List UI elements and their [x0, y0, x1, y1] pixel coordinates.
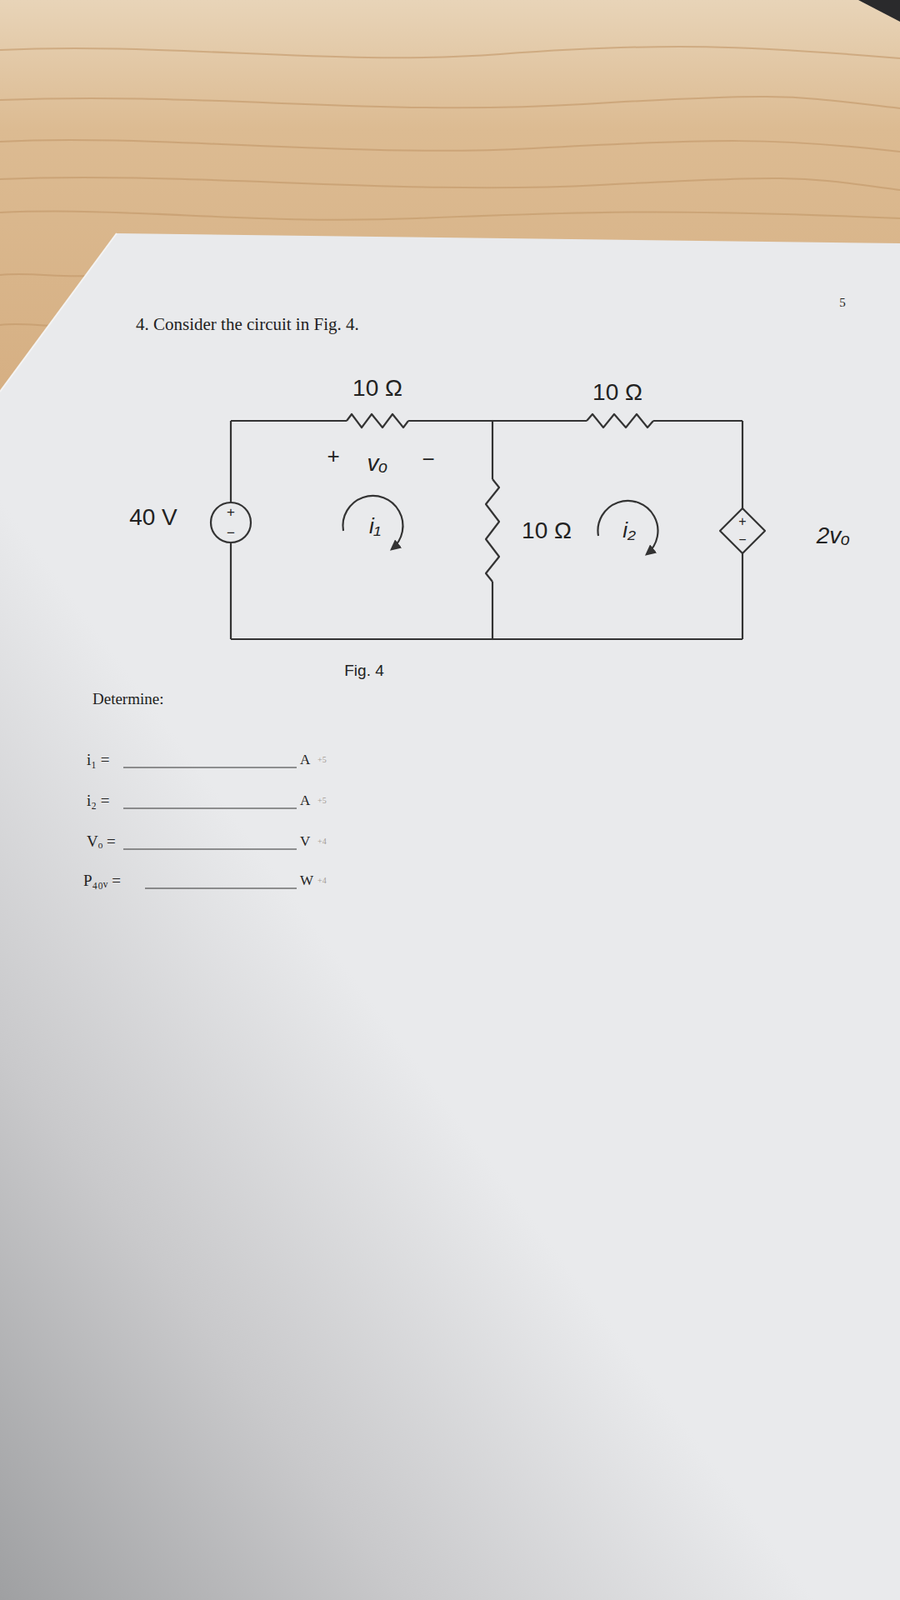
wood-grain-line: [0, 177, 900, 190]
unit-label: V: [300, 833, 310, 850]
laptop-corner: [858, 0, 900, 22]
component-value: 10 Ω: [352, 375, 403, 402]
unit-label: A: [300, 792, 310, 810]
resistor-symbol: [346, 414, 409, 428]
instruction-text: Determine:: [92, 690, 164, 709]
mesh-current-arrow: [597, 500, 658, 555]
current-label: i₂: [622, 518, 636, 544]
voltage-label: vₒ: [366, 450, 388, 477]
page-number: 5: [839, 295, 846, 310]
mesh-current-arrow: [342, 495, 403, 550]
source-value: 2vₒ: [816, 522, 851, 550]
component-value: 10 Ω: [592, 379, 643, 406]
wood-grain-line: [0, 46, 900, 59]
polarity-sign: −: [226, 525, 235, 542]
voltage-source-symbol: [210, 502, 251, 543]
points-note: +5: [317, 795, 327, 806]
points-note: +5: [317, 755, 327, 765]
wood-grain-line: [0, 211, 900, 220]
answer-prompt: i₁ =: [86, 750, 110, 770]
polarity-sign: −: [738, 532, 746, 548]
paper-edge: [0, 233, 117, 392]
unit-label: W: [300, 872, 314, 890]
answer-blank: [145, 887, 297, 889]
figure-caption: Fig. 4: [344, 661, 385, 680]
answer-blank: [123, 848, 297, 850]
wire: [230, 420, 743, 422]
polarity-sign: +: [738, 514, 746, 530]
answer-blank: [123, 807, 297, 809]
question-heading: 4. Consider the circuit in Fig. 4.: [135, 314, 360, 335]
polarity-sign: +: [326, 444, 340, 470]
polarity-sign: +: [226, 504, 235, 521]
answer-blank: [123, 766, 297, 768]
answer-prompt: P₄₀ᵥ =: [83, 871, 121, 890]
answer-prompt: i₂ =: [86, 791, 110, 810]
paper-sheet: [0, 233, 900, 1600]
answer-prompt: Vₒ =: [86, 832, 116, 851]
polarity-sign: −: [421, 447, 435, 473]
current-label: i₁: [369, 514, 381, 540]
points-note: +4: [317, 875, 327, 886]
resistor-symbol: [485, 479, 500, 582]
resistor-symbol: [586, 414, 654, 428]
component-value: 40 V: [129, 504, 178, 531]
wire: [230, 638, 743, 640]
component-value: 10 Ω: [521, 517, 572, 545]
wire: [741, 420, 744, 640]
unit-label: A: [300, 751, 310, 769]
wood-grain-line: [0, 140, 900, 152]
dependent-source-symbol: [720, 508, 765, 554]
points-note: +4: [317, 836, 327, 847]
wood-grain-line: [0, 96, 900, 109]
